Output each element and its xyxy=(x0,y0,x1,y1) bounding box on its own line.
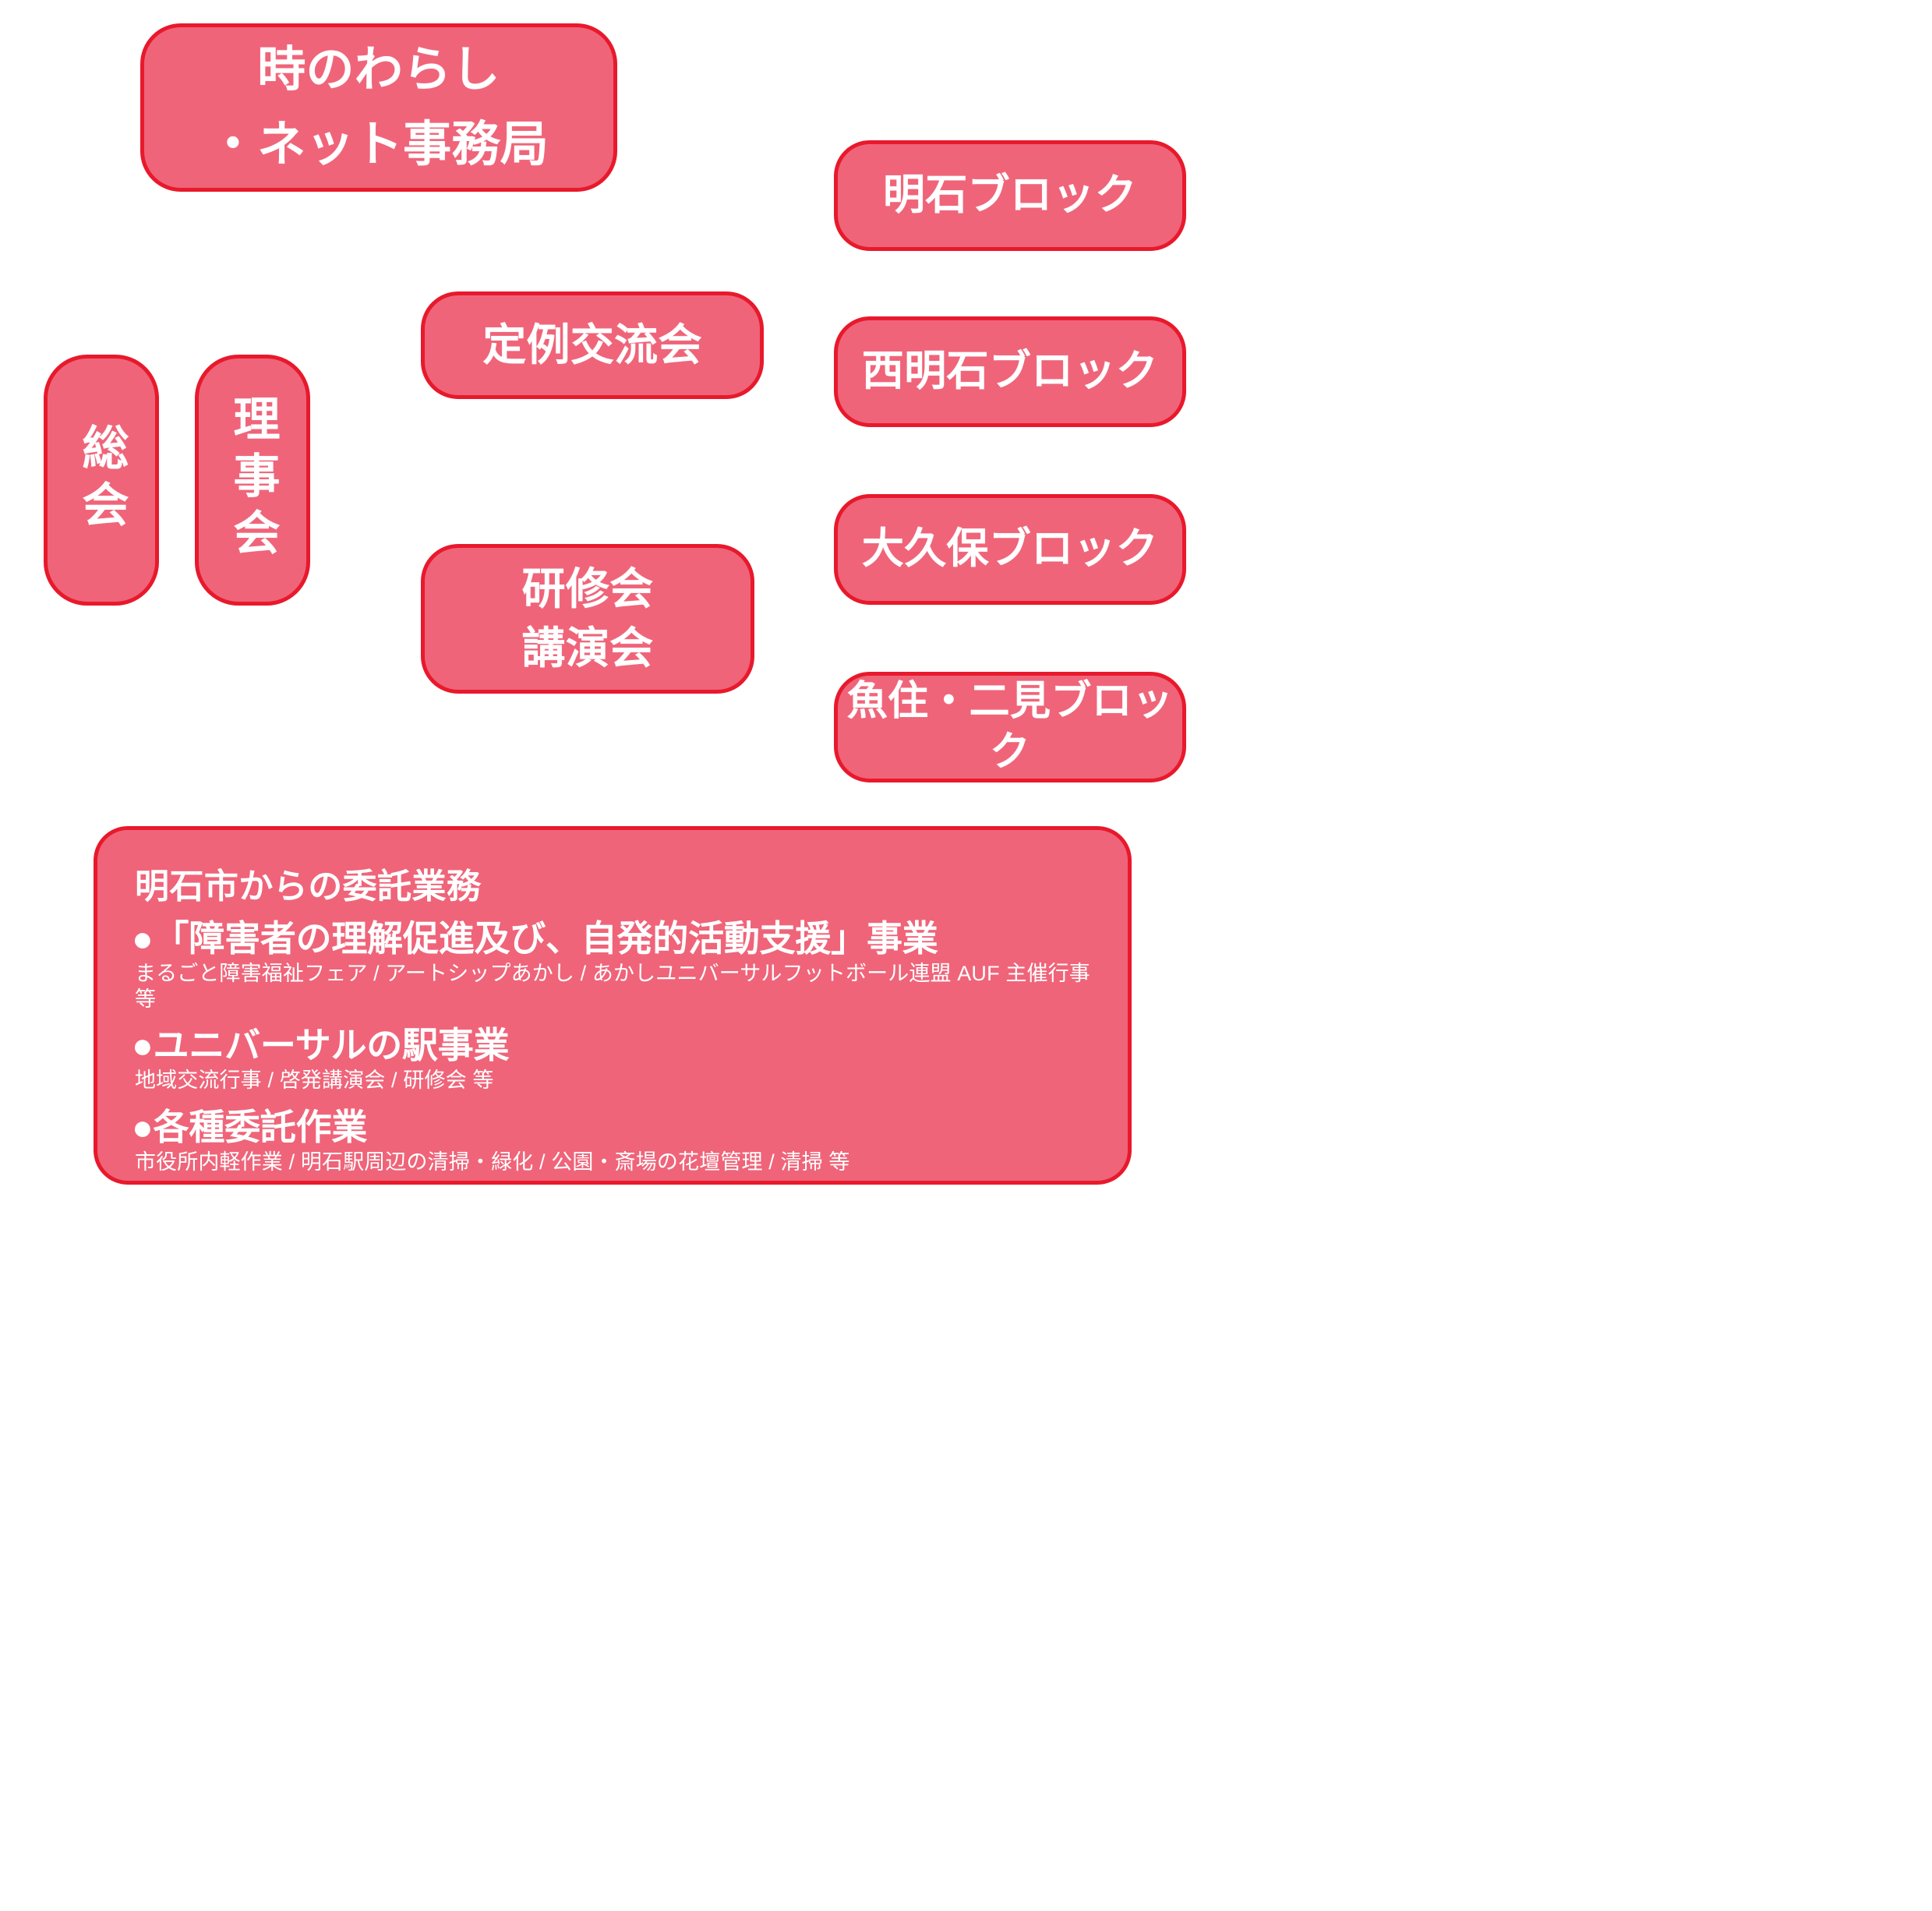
node-training-lecture-label: 研修会 講演会 xyxy=(521,564,654,673)
commission-item: ●「障害者の理解促進及び、自発的活動支援」事業 まるごと障害福祉フェア / アー… xyxy=(132,917,1097,1012)
node-general-assembly[interactable]: 総会 xyxy=(44,355,159,606)
node-training-lecture[interactable]: 研修会 講演会 xyxy=(421,544,754,694)
node-block-uozumi-futami-label: 魚住・二見ブロック xyxy=(846,679,1174,775)
commission-panel-title: 明石市からの委託業務 xyxy=(135,867,482,906)
node-regular-exchange-meeting[interactable]: 定例交流会 xyxy=(421,291,764,399)
commission-item: ●ユニバーサルの駅事業 地域交流行事 / 啓発講演会 / 研修会 等 xyxy=(132,1024,1097,1093)
node-block-okubo[interactable]: 大久保ブロック xyxy=(834,494,1186,605)
commission-item: ●各種委託作業 市役所内軽作業 / 明石駅周辺の清掃・緑化 / 公園・斎場の花壇… xyxy=(132,1106,1097,1175)
node-office-label: 時のわらし ・ネット事務局 xyxy=(208,42,549,171)
commission-item-detail: 市役所内軽作業 / 明石駅周辺の清掃・緑化 / 公園・斎場の花壇管理 / 清掃 … xyxy=(135,1150,850,1174)
node-board-of-directors[interactable]: 理事会 xyxy=(195,355,310,606)
commission-item-heading: ●ユニバーサルの駅事業 xyxy=(132,1025,510,1066)
node-general-assembly-label: 総会 xyxy=(76,422,128,538)
node-block-nishi-akashi-label: 西明石ブロック xyxy=(861,348,1159,395)
node-block-nishi-akashi[interactable]: 西明石ブロック xyxy=(834,316,1186,427)
node-block-akashi-label: 明石ブロック xyxy=(883,171,1137,219)
node-regular-exchange-meeting-label: 定例交流会 xyxy=(482,320,702,369)
node-block-akashi[interactable]: 明石ブロック xyxy=(834,140,1186,251)
commission-item-heading: ●各種委託作業 xyxy=(132,1106,368,1147)
node-office[interactable]: 時のわらし ・ネット事務局 xyxy=(140,23,617,192)
node-board-of-directors-label: 理事会 xyxy=(227,394,279,566)
commission-item-detail: まるごと障害福祉フェア / アートシップあかし / あかしユニバーサルフットボー… xyxy=(135,962,1090,1011)
node-block-uozumi-futami[interactable]: 魚住・二見ブロック xyxy=(834,672,1186,782)
node-commissioned-work-panel[interactable]: 明石市からの委託業務 ●「障害者の理解促進及び、自発的活動支援」事業 まるごと障… xyxy=(94,826,1132,1185)
node-block-okubo-label: 大久保ブロック xyxy=(861,525,1159,573)
commission-item-detail: 地域交流行事 / 啓発講演会 / 研修会 等 xyxy=(135,1069,494,1093)
commission-item-heading: ●「障害者の理解促進及び、自発的活動支援」事業 xyxy=(132,918,938,959)
